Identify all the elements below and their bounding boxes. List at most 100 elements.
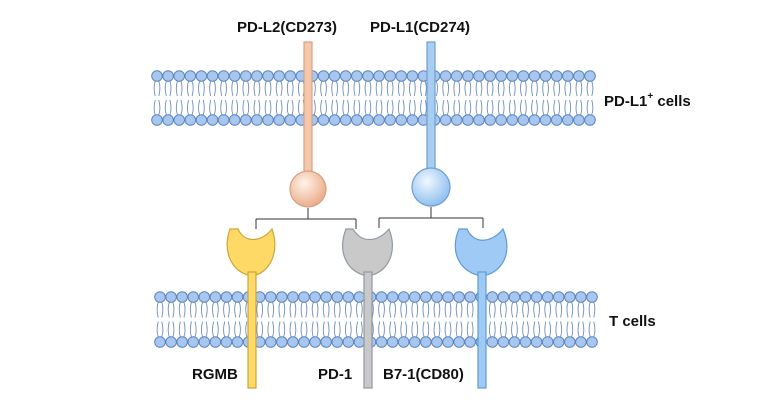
lipid-head bbox=[231, 336, 244, 348]
lipid-head bbox=[539, 70, 552, 82]
lipid-tails bbox=[200, 302, 208, 337]
lipid-head bbox=[552, 336, 565, 348]
lipid-tails bbox=[577, 302, 585, 337]
lipid-tails bbox=[189, 302, 197, 337]
lipid-head bbox=[165, 291, 177, 303]
lipid-tails bbox=[364, 81, 372, 115]
lipid-head bbox=[251, 70, 263, 82]
lipid-tails bbox=[242, 81, 250, 115]
lipid-tails bbox=[586, 81, 594, 115]
lipid-head bbox=[473, 70, 485, 82]
lipid-head bbox=[484, 114, 496, 126]
pd-l1-label: PD-L1(CD274) bbox=[370, 19, 470, 36]
lipid-head bbox=[231, 291, 244, 303]
lipid-head bbox=[375, 336, 388, 348]
lipid-head bbox=[176, 336, 188, 348]
lipid-head bbox=[528, 114, 541, 126]
lipid-head bbox=[353, 336, 366, 348]
lipid-tails bbox=[566, 302, 574, 337]
pd-l1-cells-label-rest: cells bbox=[653, 93, 691, 110]
lipid-head bbox=[320, 291, 332, 303]
lipid-head bbox=[154, 291, 166, 303]
pd-l2-stem bbox=[303, 41, 313, 175]
lipid-head bbox=[539, 114, 552, 126]
lipid-head bbox=[273, 114, 285, 126]
lipid-head bbox=[420, 336, 432, 348]
lipid-head bbox=[373, 70, 385, 82]
lipid-head bbox=[375, 291, 388, 303]
lipid-head bbox=[495, 70, 507, 82]
lipid-head bbox=[351, 70, 363, 82]
lipid-head bbox=[331, 291, 344, 303]
lipid-head bbox=[331, 336, 344, 348]
lipid-head bbox=[342, 291, 355, 303]
lipid-tails bbox=[531, 81, 538, 115]
lipid-head bbox=[373, 114, 385, 126]
lipid-head bbox=[328, 114, 341, 126]
lipid-tails bbox=[322, 302, 330, 337]
lipid-head bbox=[187, 336, 200, 348]
lipid-head bbox=[528, 70, 541, 82]
lipid-head bbox=[439, 114, 452, 126]
lipid-head bbox=[450, 114, 463, 126]
lipid-head bbox=[408, 336, 421, 348]
lipid-tails bbox=[320, 81, 327, 115]
lipid-tails bbox=[400, 302, 408, 337]
pd-l2-ligand bbox=[289, 41, 327, 208]
lipid-head bbox=[395, 70, 408, 82]
lipid-tails bbox=[212, 302, 219, 337]
pd-1-receptor bbox=[342, 227, 393, 389]
lipid-tails bbox=[253, 81, 261, 115]
lipid-tails bbox=[223, 302, 230, 337]
lipid-tails bbox=[156, 302, 164, 337]
lipid-tails bbox=[386, 81, 394, 115]
lipid-tails bbox=[533, 302, 540, 337]
lipid-tails bbox=[497, 81, 505, 115]
lipid-head bbox=[462, 70, 474, 82]
lipid-head bbox=[408, 291, 421, 303]
lipid-tails bbox=[153, 81, 161, 115]
lipid-head bbox=[320, 336, 332, 348]
lipid-head bbox=[309, 291, 321, 303]
lipid-head bbox=[240, 70, 252, 82]
lipid-head bbox=[328, 70, 341, 82]
lipid-tails bbox=[220, 81, 227, 115]
lipid-head bbox=[550, 114, 563, 126]
lipid-head bbox=[351, 114, 363, 126]
lipid-head bbox=[397, 336, 410, 348]
lipid-head bbox=[564, 291, 576, 303]
lipid-head bbox=[195, 114, 208, 126]
lipid-head bbox=[584, 70, 596, 82]
lipid-tails bbox=[333, 302, 341, 337]
lipid-head bbox=[519, 291, 532, 303]
lipid-head bbox=[287, 291, 299, 303]
lipid-head bbox=[406, 114, 419, 126]
lipid-head bbox=[187, 291, 200, 303]
lipid-head bbox=[564, 336, 576, 348]
lipid-tails bbox=[164, 81, 172, 115]
lipid-tails bbox=[167, 302, 175, 337]
lipid-head bbox=[276, 291, 288, 303]
lipid-tails bbox=[209, 81, 216, 115]
lipid-head bbox=[362, 70, 374, 82]
lipid-head bbox=[550, 70, 563, 82]
lipid-head bbox=[508, 336, 521, 348]
lipid-head bbox=[541, 291, 554, 303]
lipid-head bbox=[506, 114, 519, 126]
lipid-head bbox=[298, 291, 310, 303]
binding-connectors bbox=[255, 207, 484, 229]
lipid-tails bbox=[511, 302, 518, 337]
lipid-head bbox=[273, 70, 285, 82]
lipid-head bbox=[342, 336, 355, 348]
lipid-head bbox=[464, 336, 476, 348]
lipid-tails bbox=[344, 302, 352, 337]
lipid-tails bbox=[588, 302, 596, 337]
lipid-tails bbox=[420, 81, 427, 115]
lipid-head bbox=[442, 336, 454, 348]
lipid-head bbox=[442, 291, 454, 303]
lipid-tails bbox=[442, 81, 450, 115]
lipid-head bbox=[439, 70, 452, 82]
lipid-head bbox=[561, 114, 574, 126]
b7-1-label: B7-1(CD80) bbox=[383, 366, 464, 383]
